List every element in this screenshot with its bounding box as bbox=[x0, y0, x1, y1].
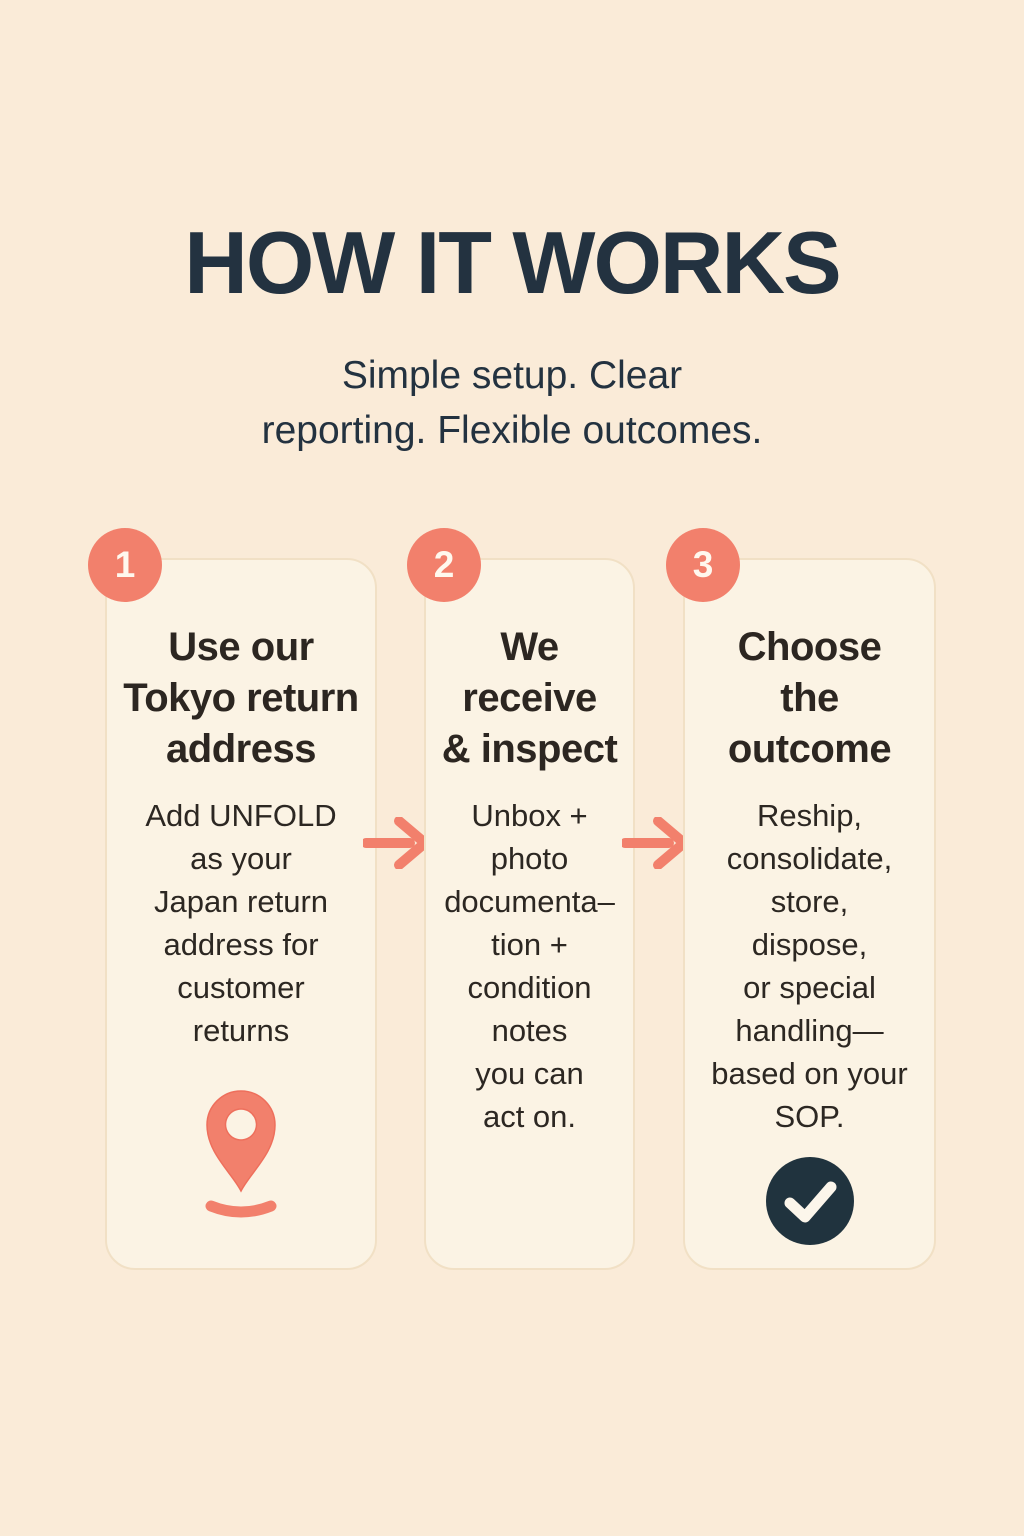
check-circle-icon bbox=[765, 1156, 855, 1246]
step-card-1: 1 Use our Tokyo return address Add UNFOL… bbox=[88, 528, 377, 1270]
step-1-number: 1 bbox=[114, 544, 136, 585]
location-pin-icon bbox=[203, 1088, 279, 1222]
step-3-number-badge: 3 bbox=[666, 528, 740, 602]
step-1-number-badge: 1 bbox=[88, 528, 162, 602]
step-1-body: Add UNFOLD as your Japan return address … bbox=[145, 798, 337, 1048]
step-3-title: Choose the outcome bbox=[727, 625, 892, 771]
step-1-title: Use our Tokyo return address bbox=[123, 625, 359, 771]
step-2-title: We receive & inspect bbox=[441, 625, 618, 771]
step-3-body: Reship, consolidate, store, dispose, or … bbox=[711, 798, 908, 1134]
step-3-number: 3 bbox=[692, 544, 714, 585]
step-card-3: 3 Choose the outcome Reship, consolidate… bbox=[666, 528, 936, 1270]
page-title: HOW IT WORKS bbox=[184, 213, 841, 312]
step-2-body: Unbox + photo documenta– tion + conditio… bbox=[444, 798, 615, 1134]
step-2-number-badge: 2 bbox=[407, 528, 481, 602]
arrow-right-icon bbox=[620, 816, 689, 870]
arrow-right-icon bbox=[361, 816, 430, 870]
page-subtitle: Simple setup. Clear reporting. Flexible … bbox=[261, 354, 763, 452]
step-card-2: 2 We receive & inspect Unbox + photo doc… bbox=[407, 528, 635, 1270]
step-2-number: 2 bbox=[433, 544, 455, 585]
